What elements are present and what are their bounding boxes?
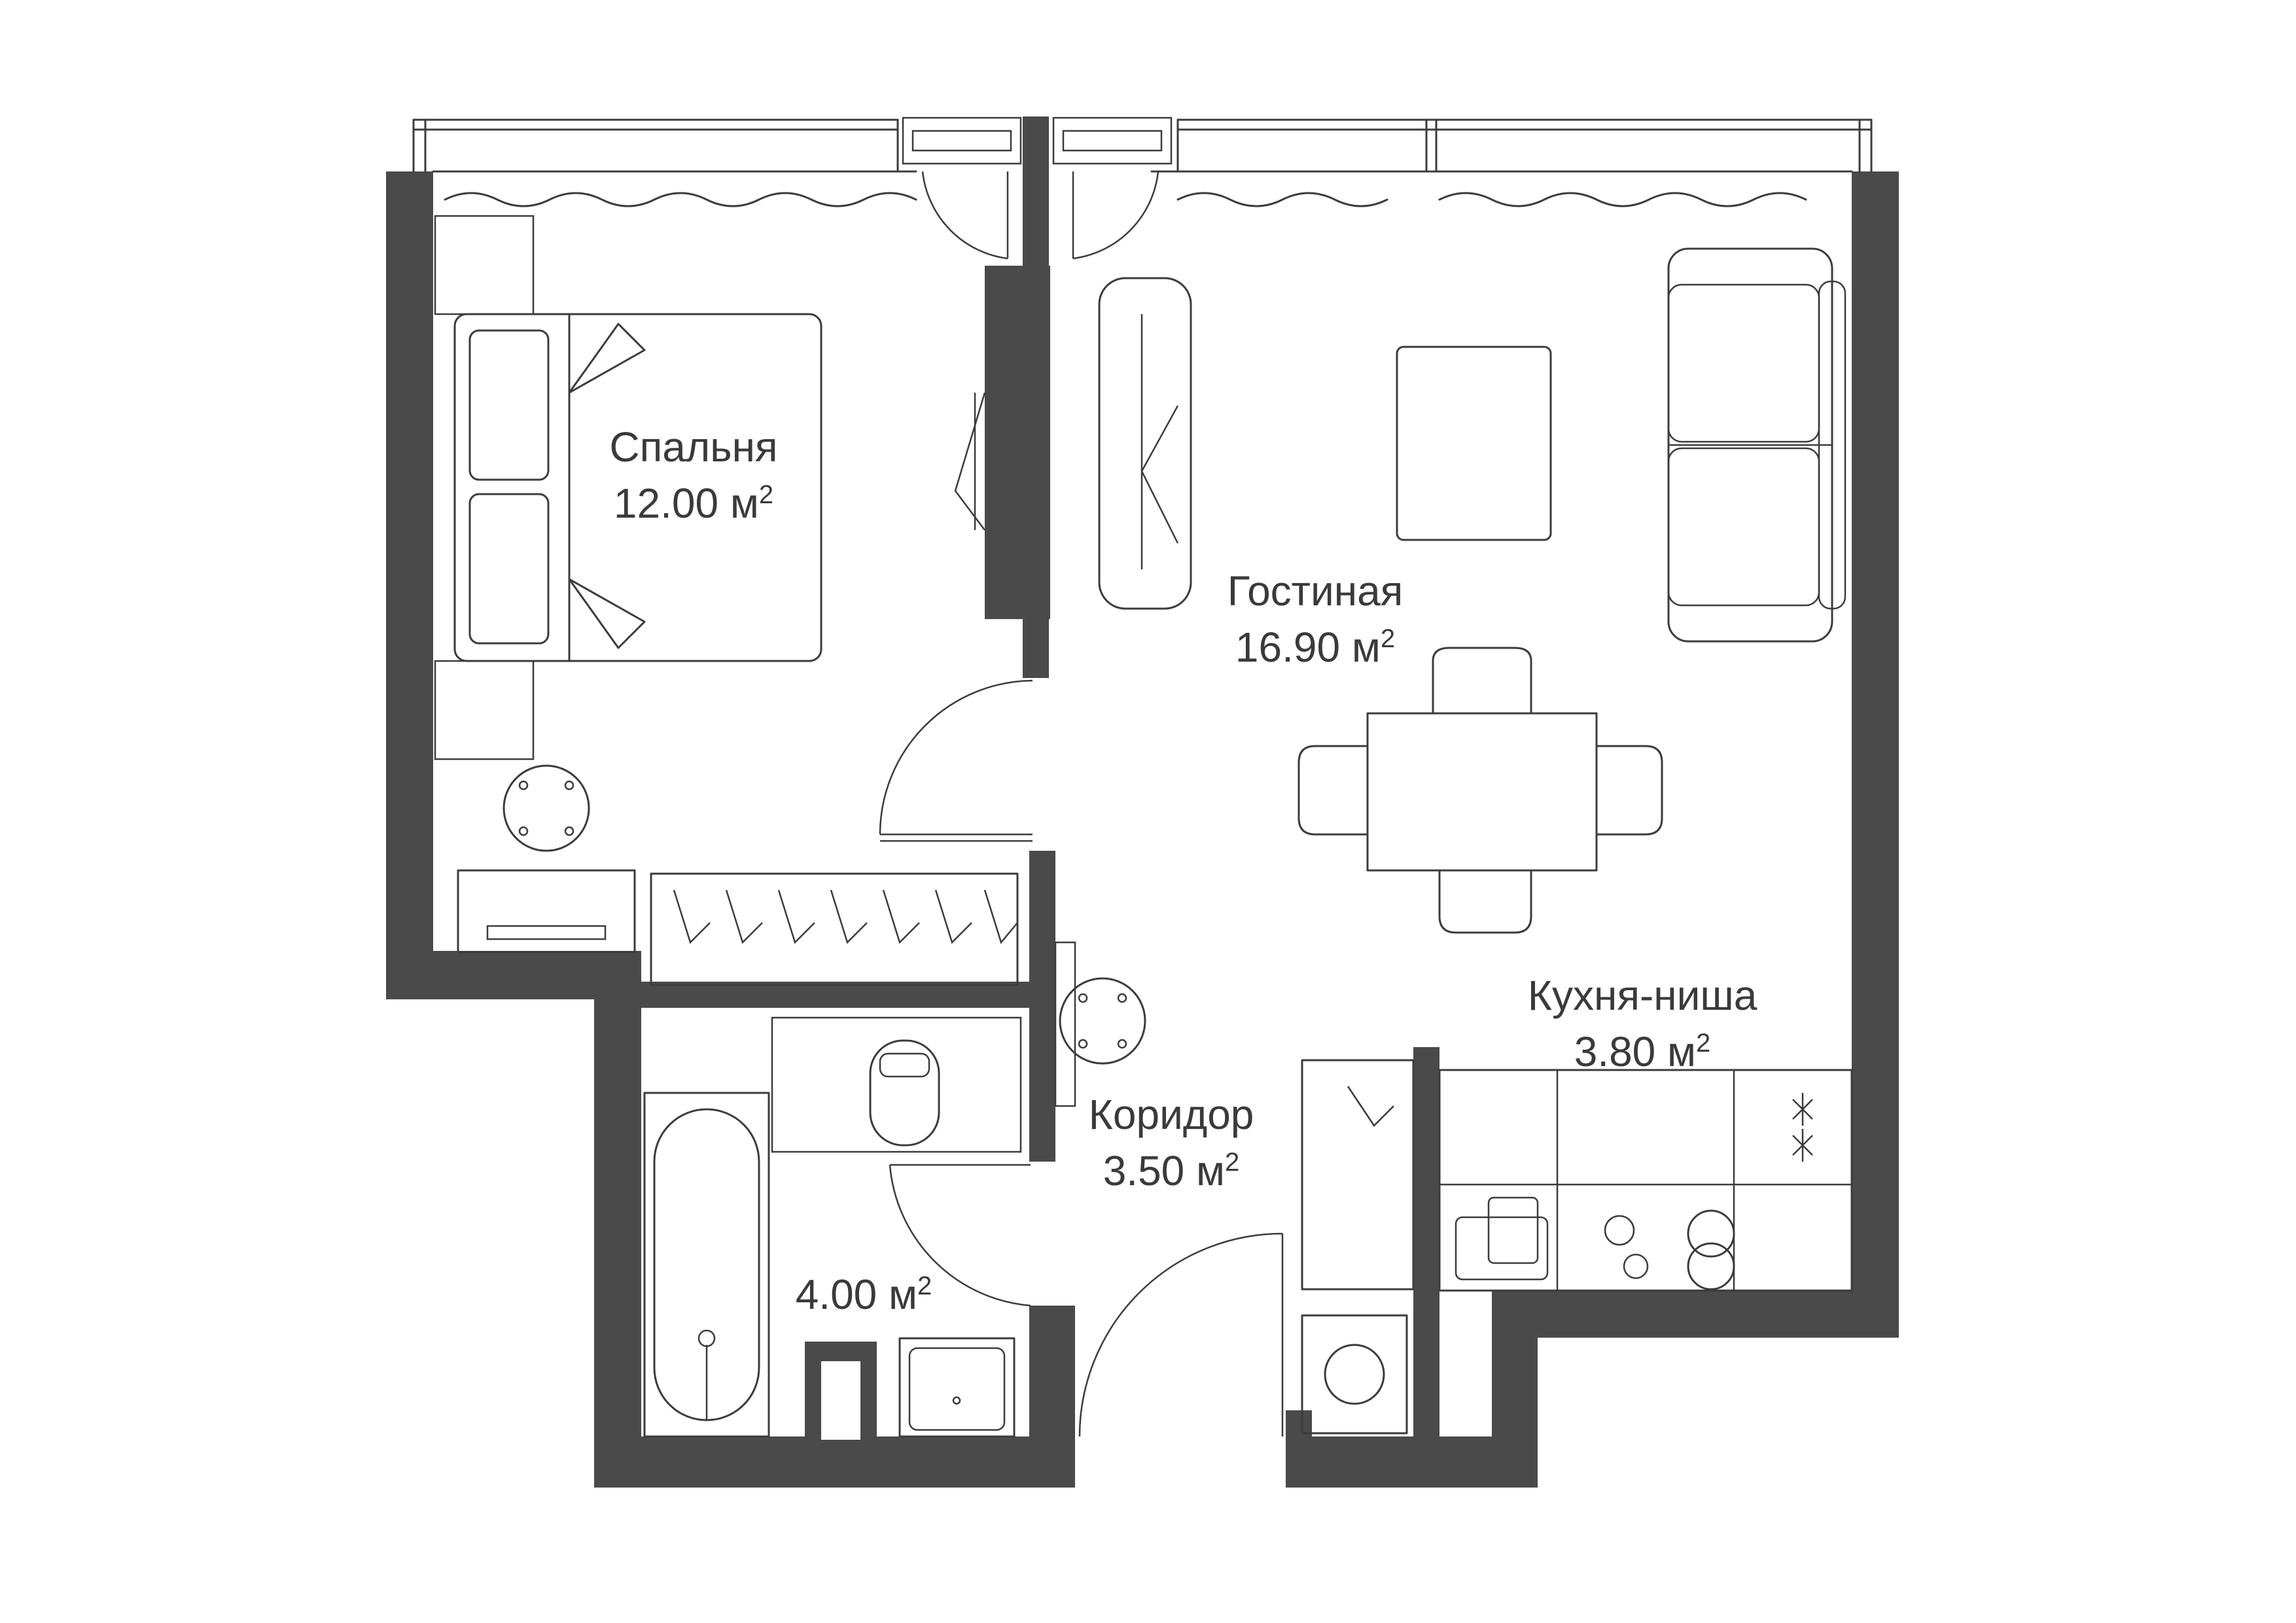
bedroom-label: Спальня 12.00 м2 [576,419,811,532]
kitchen-area: 3.80 м2 [1574,1028,1711,1076]
bedroom-door [879,679,1033,842]
wall-bathroom-right-upper [1029,1011,1055,1162]
corridor-label: Коридор 3.50 м2 [1053,1086,1289,1200]
wall-wardrobe-right [1029,851,1055,1011]
wall-kitchen-stub [1413,1291,1433,1317]
wall-bath-top [641,982,1042,1008]
wall-partition-lower [1023,619,1049,678]
bed [453,313,822,662]
living-furniture [1098,247,1846,934]
tv-console [1098,277,1192,610]
wall-lower-bottom [1286,1436,1538,1488]
round-stool-corridor [1059,977,1146,1065]
living-label: Гостиная 16.90 м2 [1197,563,1433,676]
bathtub [643,1092,770,1438]
dining-table [1366,712,1598,872]
kitchen-sink [1455,1216,1549,1281]
wall-bathroom-right [1029,1306,1075,1488]
bathroom-fixtures [643,1016,1031,1440]
wall-kitchen-partition [1413,1047,1439,1440]
corridor-furniture [1054,941,1284,1437]
kitchen-label: Кухня-ниша 3.80 м2 [1485,967,1799,1080]
bedroom-name: Спальня [609,423,778,471]
wall-kitchen-bottom [1538,1291,1899,1338]
wardrobe [650,872,1019,986]
toilet [869,1039,940,1147]
kitchen-name: Кухня-ниша [1527,972,1757,1019]
dresser [457,869,636,954]
closet [1301,1059,1415,1291]
wall-bathroom-left [594,951,641,1488]
wall-partition-thick [985,266,1050,619]
washbasin [898,1337,1016,1438]
washing-machine [1301,1314,1408,1435]
balcony-doors [921,171,1159,260]
window-glazing [412,116,1873,173]
kitchen-counter [1438,1069,1853,1292]
corridor-name: Коридор [1088,1091,1254,1138]
bedroom-furniture [434,215,1019,986]
wall-top-mid [1023,116,1049,172]
bathroom-label: 4.00 м2 [766,1266,962,1323]
corridor-area: 3.50 м2 [1103,1147,1240,1195]
hob-burner [1687,1209,1735,1258]
wall-lower-left [1286,1410,1312,1488]
curtains [444,192,1807,207]
living-name: Гостиная [1227,567,1404,615]
round-table-bedroom [503,764,590,852]
wall-right [1852,171,1899,1338]
coffee-table [1396,346,1552,541]
bathroom-area: 4.00 м2 [795,1271,932,1318]
wall-bathroom-bottom [594,1436,1075,1488]
walls [386,116,1899,1488]
wall-left-bedroom [386,171,433,999]
bedroom-area: 12.00 м2 [613,480,774,527]
kitchen-fixtures [1301,1059,1853,1435]
living-area: 16.90 м2 [1235,624,1396,671]
